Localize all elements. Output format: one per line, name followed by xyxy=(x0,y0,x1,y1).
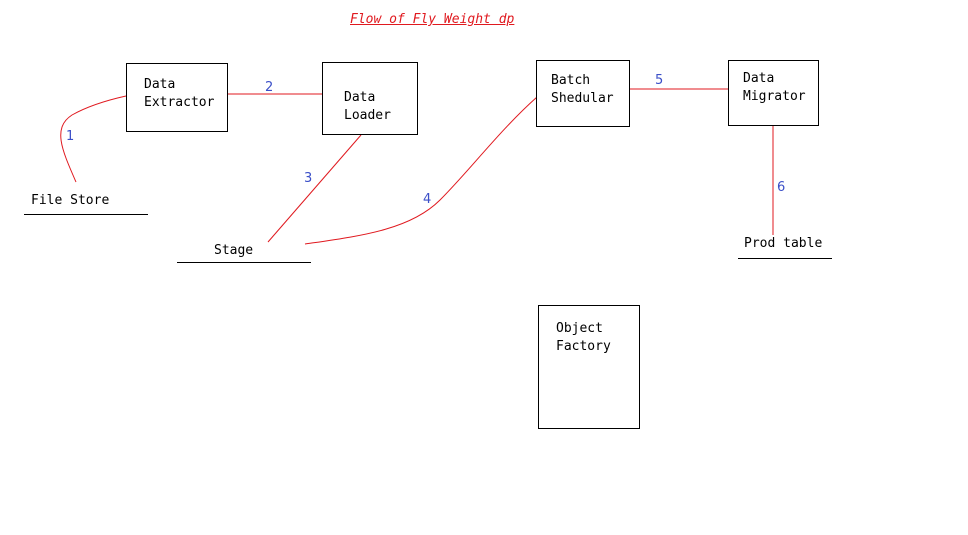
prod-table-label: Prod table xyxy=(744,236,823,251)
prod-table-store: Prod table xyxy=(738,236,832,259)
step-number-1: 1 xyxy=(66,129,75,144)
connector-4 xyxy=(304,96,538,245)
data-extractor-line2: Extractor xyxy=(144,95,215,110)
diagram-title: Flow of Fly Weight dp xyxy=(350,12,515,27)
data-migrator-box: Data Migrator xyxy=(728,60,819,126)
batch-scheduler-box: Batch Shedular xyxy=(536,60,630,127)
stage-store: Stage xyxy=(177,243,311,263)
file-store: File Store xyxy=(24,193,148,215)
step-number-6: 6 xyxy=(777,180,786,195)
batch-scheduler-line2: Shedular xyxy=(551,91,614,106)
stage-label: Stage xyxy=(214,243,254,258)
object-factory-box: Object Factory xyxy=(538,305,640,429)
batch-scheduler-line1: Batch xyxy=(551,73,591,88)
step-number-4: 4 xyxy=(423,192,432,207)
step-number-3: 3 xyxy=(304,171,313,186)
object-factory-line1: Object xyxy=(556,321,603,336)
data-migrator-line2: Migrator xyxy=(743,89,806,104)
data-migrator-line1: Data xyxy=(743,71,775,86)
file-store-label: File Store xyxy=(31,193,110,208)
data-loader-line2: Loader xyxy=(344,108,391,123)
step-number-5: 5 xyxy=(655,73,664,88)
data-loader-box: Data Loader xyxy=(322,62,418,135)
data-extractor-box: Data Extractor xyxy=(126,63,228,132)
data-extractor-line1: Data xyxy=(144,77,176,92)
data-loader-line1: Data xyxy=(344,90,376,105)
connector-1 xyxy=(60,95,127,183)
step-number-2: 2 xyxy=(265,80,274,95)
object-factory-line2: Factory xyxy=(556,339,611,354)
connector-3 xyxy=(267,134,362,243)
